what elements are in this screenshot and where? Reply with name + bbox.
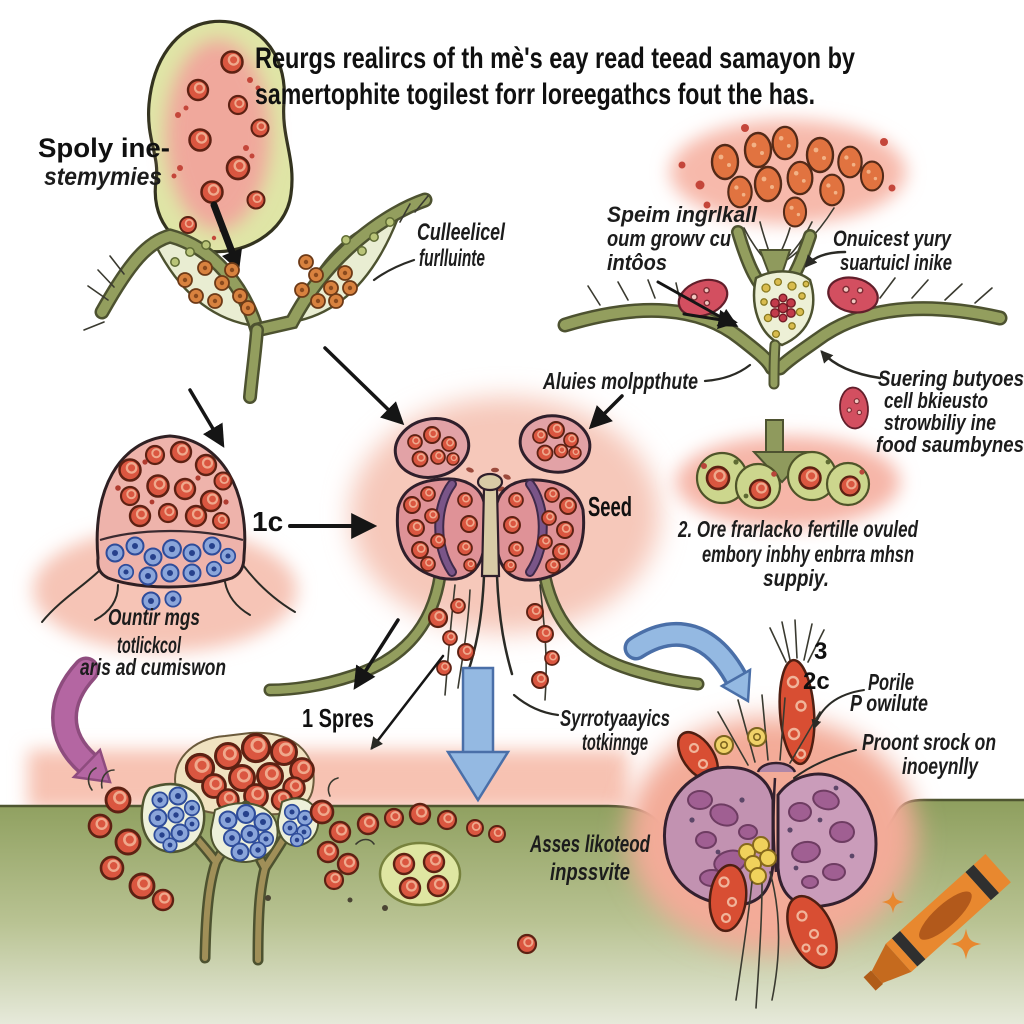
label-spore-mass-2: stemymies [44, 163, 162, 191]
ovule-pod [752, 270, 815, 347]
label-ovule-top-1: Onuicest yury [833, 226, 952, 251]
label-soil-1: Asses likoteod [529, 831, 651, 858]
label-3: 3 [814, 638, 827, 665]
label-1-spres: 1 Spres [302, 703, 374, 733]
crayon-icon [863, 854, 1011, 991]
embryo-fruit [663, 619, 878, 1009]
label-storage-1: Suering butyoes [878, 366, 1024, 391]
diagram-title-line1: Reurgs realircs of th mè's eay read teea… [255, 42, 855, 75]
purple-curved-arrow [51, 656, 112, 784]
label-soil-2: inpssvite [550, 859, 630, 886]
label-sperm-3: intôos [607, 250, 667, 275]
label-cuticle-1: Culleelicel [417, 219, 506, 246]
label-synergids-2: totkinnge [582, 729, 648, 755]
label-outer-rings-3: aris ad cumiswon [80, 654, 226, 680]
label-step2-1: 2. Ore frarlacko fertille ovuled [677, 516, 918, 542]
pollen-cloud [678, 124, 896, 228]
pollination-assembly [557, 124, 1008, 510]
text-labels: Reurgs realircs of th mè's eay read teea… [38, 42, 1024, 886]
label-cuticle-2: furlluinte [419, 245, 485, 272]
sporangium-dome [41, 434, 296, 623]
bottom-left-cluster [87, 731, 538, 966]
label-1c: 1c [252, 506, 283, 537]
blue-down-arrow [445, 666, 511, 803]
crayon-watermark [863, 854, 1011, 991]
label-step2-3: suppiy. [763, 565, 829, 591]
label-storage-3: strowbiliy ine [884, 410, 996, 435]
label-ovule-right: P owilute [850, 690, 928, 716]
label-sperm-2: oum growv cu [607, 226, 731, 251]
label-sperm-1: Speim ingrlkall [607, 202, 758, 227]
blue-curved-arrow [623, 621, 752, 704]
label-2c: 2c [803, 668, 830, 695]
label-spore-mass-1: Spoly ine- [38, 133, 170, 163]
label-pollen: Porile [868, 669, 914, 695]
label-outer-rings-1: Ountir mgs [108, 604, 200, 630]
label-ovule-top-2: suartuicl inike [840, 250, 952, 275]
label-rootstock-1: Proont srock on [862, 729, 996, 755]
spore-sac [146, 19, 294, 271]
branch-upper-left [83, 192, 433, 404]
label-seed: Seed [588, 491, 632, 522]
label-synergids-1: Syrrotyaayics [560, 705, 670, 731]
label-storage-4: food saumbynes [876, 432, 1024, 457]
diagram-title-line2: samertophite togilest forr loreegathcs f… [255, 78, 815, 111]
annotation-arrows [188, 250, 882, 779]
label-outer-rings-2: totlickcol [117, 632, 181, 658]
label-storage-2: cell bkieusto [884, 388, 988, 413]
label-rootstock-2: inoeynlly [902, 753, 979, 779]
label-archegonium: Aluies molppthute [542, 368, 698, 394]
yellow-cluster [738, 836, 777, 885]
label-step2-2: embory inbhy enbrra mhsn [702, 541, 914, 567]
fertilized-cells [695, 450, 871, 510]
